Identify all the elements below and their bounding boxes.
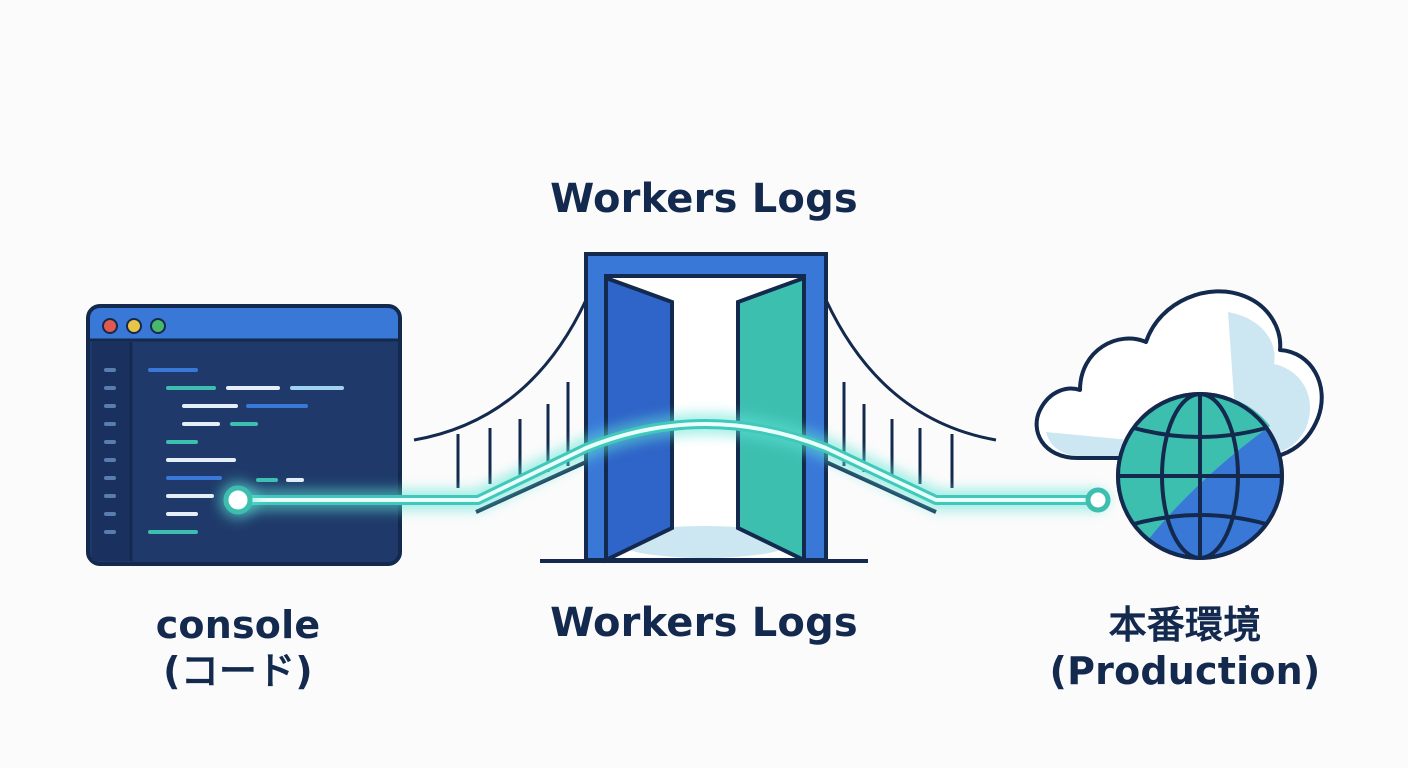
line-number-gutter bbox=[104, 368, 116, 534]
source-label-line2: (コード) bbox=[163, 649, 313, 693]
bridge-label: Workers Logs bbox=[550, 600, 858, 646]
source-label-line1: console bbox=[155, 603, 321, 647]
window-maximize-dot bbox=[150, 318, 166, 334]
destination-label: 本番環境 (Production) bbox=[1020, 602, 1350, 694]
open-gate-icon bbox=[540, 252, 868, 564]
log-stream-path bbox=[218, 413, 1111, 520]
destination-label-line1: 本番環境 bbox=[1108, 603, 1262, 647]
destination-label-line2: (Production) bbox=[1049, 649, 1321, 693]
window-minimize-dot bbox=[126, 318, 142, 334]
stream-start-node bbox=[223, 485, 253, 515]
code-editor-window-icon bbox=[86, 304, 402, 566]
stream-end-node bbox=[1085, 487, 1111, 513]
code-lines bbox=[148, 368, 344, 534]
diagram-title: Workers Logs bbox=[550, 176, 858, 222]
window-close-dot bbox=[102, 318, 118, 334]
source-label: console (コード) bbox=[98, 602, 378, 694]
globe-icon bbox=[1116, 392, 1284, 560]
